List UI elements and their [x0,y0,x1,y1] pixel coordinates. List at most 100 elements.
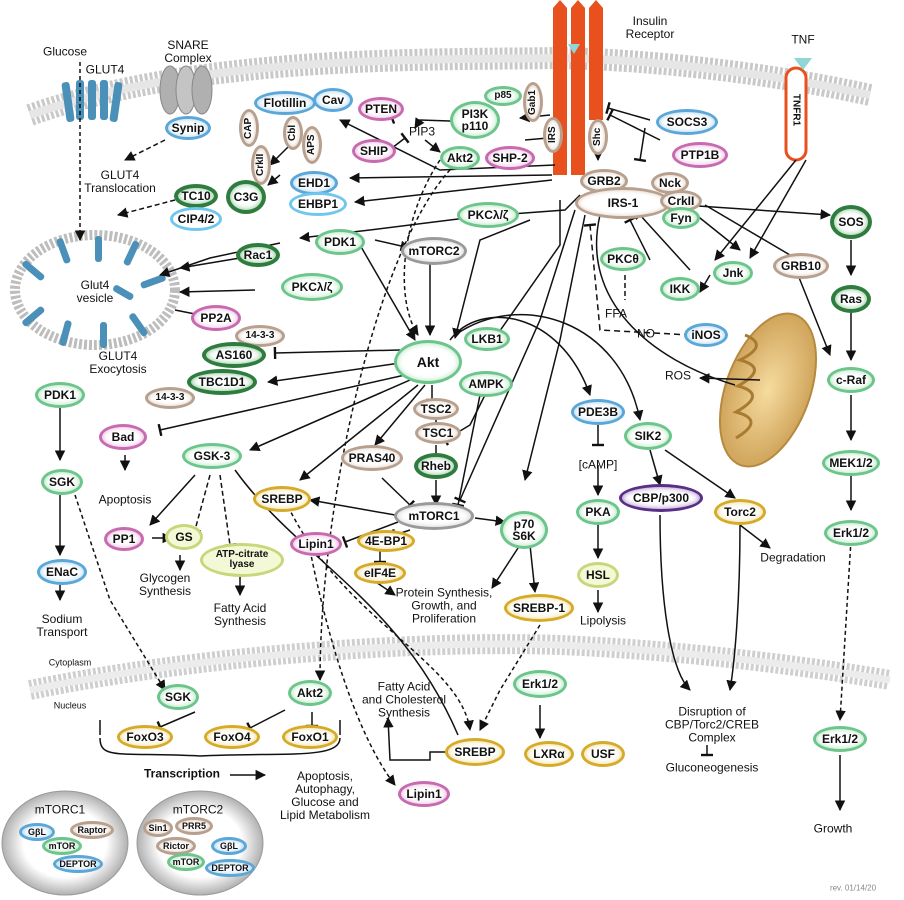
transcription-outcome-label: Apoptosis, Autophagy, Glucose and Lipid … [279,769,371,822]
pip3-label: PIP3 [408,124,436,139]
usf-node: USF [581,741,625,767]
foxo3-node: FoxO3 [117,725,173,749]
inos-node: iNOS [684,323,728,347]
mtorc2-sin1-node: Sin1 [143,819,173,837]
irs1-node: IRS-1 [575,187,671,219]
membrane-icon [26,46,873,126]
disruption-label: Disruption of CBP/Torc2/CREB Complex [664,704,760,745]
no-label: NO [637,326,655,341]
4ebp1-node: 4E-BP1 [357,530,415,552]
mek12-node: MEK1/2 [822,450,880,476]
gab1-node: Gab1 [523,82,543,122]
nucleus-label: Nucleus [53,700,87,711]
tsc2-node: TSC2 [413,398,459,420]
tsc1-node: TSC1 [415,422,461,444]
p1433-low-node: 14-3-3 [145,387,195,409]
torc2-node: Torc2 [714,499,766,525]
ptp1b-node: PTP1B [672,142,728,168]
aps-node: APS [302,126,322,164]
erk12-bottom-node: Erk1/2 [813,726,867,752]
cav-node: Cav [313,88,353,112]
transcription-label: Transcription [143,766,221,781]
pp2a-node: PP2A [191,305,241,331]
mtorc1-gbl-node: GβL [19,823,55,841]
srebp1-node: SREBP-1 [504,594,574,622]
sos-node: SOS [830,205,872,239]
sgk-left-node: SGK [41,469,83,495]
ffa-label: FFA [604,306,628,321]
fatty-acid-synthesis-label: Fatty Acid Synthesis [213,601,267,628]
mtorc1-mtor-node: mTOR [42,837,82,855]
ras-node: Ras [831,285,871,313]
ros-label: ROS [664,368,692,383]
p85-node: p85 [484,86,522,106]
srebp-nucleus-node: SREBP [445,738,505,766]
fatty-acid-cholesterol-label: Fatty Acid and Cholesterol Synthesis [361,679,447,720]
flotillin-node: Flotillin [254,91,316,115]
tbc1d1-node: TBC1D1 [187,369,257,395]
mtorc2-prr5-node: PRR5 [175,817,213,835]
mtorc1-raptor-node: Raptor [70,821,114,839]
p70s6k-node: p70 S6K [500,511,548,549]
pdk1-left-node: PDK1 [35,382,85,408]
sgk-nucleus-node: SGK [157,684,199,710]
glut4-transporter-icon [61,80,123,122]
cap-node: CAP [239,109,259,147]
as160-node: AS160 [202,342,266,368]
glut4-vesicle-label: Glut4 vesicle [76,278,114,305]
tnfr1-node: TNFR1 [789,93,803,127]
mtorc2-node: mTORC2 [401,237,467,265]
foxo1-node: FoxO1 [282,725,338,749]
revision-label: rev. 01/14/20 [829,883,877,893]
pkc-left-node: PKCλ/ζ [281,273,343,301]
growth-label: Growth [813,821,853,836]
glut4-vesicle-icon [10,230,180,350]
sodium-transport-label: Sodium Transport [36,612,88,639]
erk12-right-node: Erk1/2 [824,520,878,546]
pp1-node: PP1 [104,527,144,551]
camp-label: [cAMP] [578,457,618,472]
socs3-node: SOCS3 [656,109,718,135]
foxo4-node: FoxO4 [204,725,260,749]
ship-node: SHIP [352,139,396,163]
eif4e-node: eIF4E [354,562,406,584]
mtorc1-deptor-node: DEPTOR [53,855,103,873]
shc-node: Shc [588,119,608,155]
glycogen-synthesis-label: Glycogen Synthesis [138,571,192,598]
mtorc1-box-label: mTORC1 [34,802,86,817]
cbl-node: Cbl [283,116,303,150]
pi3k-node: PI3K p110 [450,101,500,139]
ikk-node: IKK [660,277,700,301]
pkc-top-node: PKCλ/ζ [457,202,519,228]
hsl-node: HSL [577,562,619,588]
synip-node: Synip [165,116,211,140]
mtorc2-box-label: mTORC2 [172,802,224,817]
glut4-translocation-label: GLUT4 Translocation [84,168,156,195]
jnk-node: Jnk [713,261,753,285]
gluconeogenesis-label: Gluconeogenesis [665,760,759,775]
sik2-node: SIK2 [624,422,672,450]
pka-node: PKA [576,499,620,525]
protein-synthesis-label: Protein Synthesis, Growth, and Prolifera… [395,585,493,626]
rheb-node: Rheb [414,453,458,479]
pkc-theta-node: PKCθ [600,247,646,271]
ehbp1-node: EHBP1 [289,192,347,216]
tnf-label: TNF [791,32,815,47]
pdk1-center-node: PDK1 [315,229,365,255]
glut4-exocytosis-label: GLUT4 Exocytosis [89,349,147,376]
akt-node: Akt [394,340,462,384]
p1433-mid-node: 14-3-3 [235,325,285,347]
lipin1-nucleus-node: Lipin1 [398,781,450,807]
glucose-label: Glucose [42,44,88,59]
snare-complex-icon [159,65,213,115]
enac-node: ENaC [37,559,87,585]
crkii-right-node: CrkII [660,190,702,212]
tc10-node: TC10 [174,184,218,208]
craf-node: c-Raf [827,367,875,393]
lipolysis-label: Lipolysis [579,613,627,628]
gs-node: GS [165,524,203,550]
snare-label: SNARE Complex [164,38,212,65]
insulin-receptor-label: Insulin Receptor [625,14,675,41]
cip42-node: CIP4/2 [170,207,222,231]
